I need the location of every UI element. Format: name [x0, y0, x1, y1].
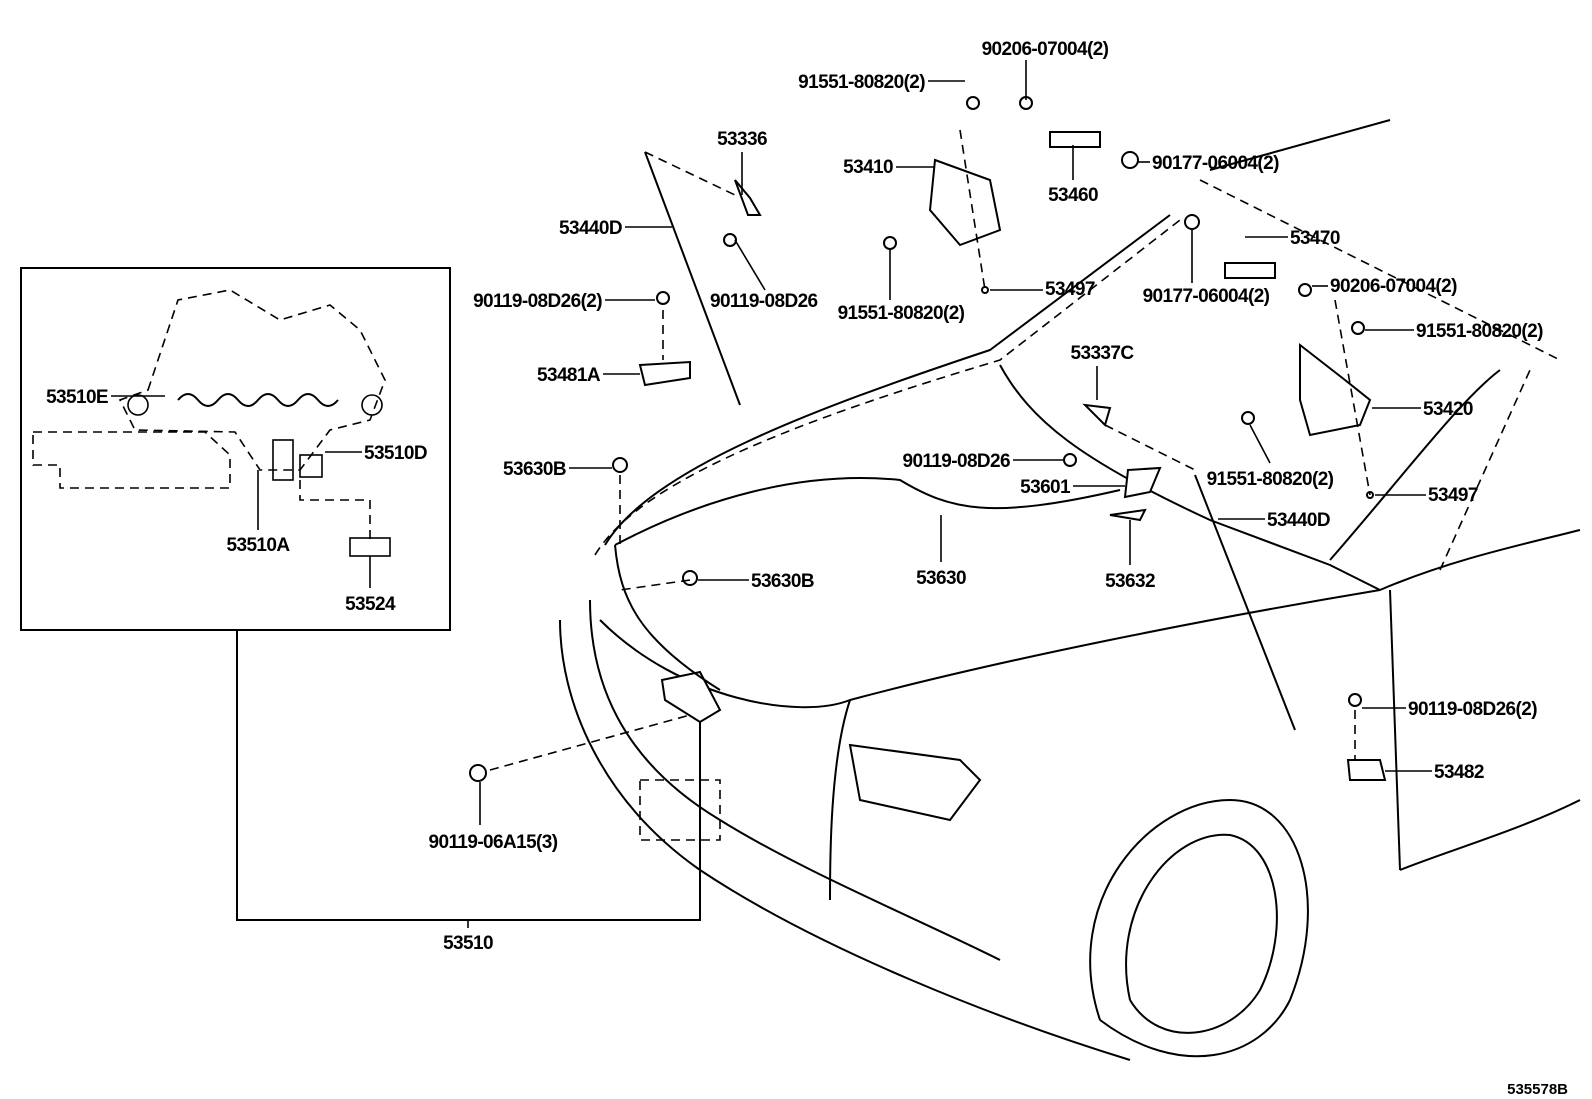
part-number-callout: 91551-80820(2) [1416, 321, 1543, 342]
part-number-callout: 90177-06004(2) [1152, 153, 1279, 174]
vehicle-outline [559, 119, 1581, 1061]
part-number-callout: 90206-07004(2) [1330, 276, 1457, 297]
part-number-callout: 53337C [1071, 343, 1135, 364]
hinge-spring-right [1224, 262, 1276, 279]
hinge-right [1299, 342, 1372, 437]
part-number-callout: 53630 [916, 568, 966, 589]
part-number-callout: 53460 [1048, 185, 1098, 206]
part-number-callout: 90119-06A15(3) [429, 832, 558, 853]
part-number-callout: 53440D [1267, 510, 1330, 531]
parts [469, 96, 1387, 782]
release-cable [614, 477, 1121, 546]
hinge-spring-left [1049, 131, 1101, 148]
callout-labels: 90206-07004(2) 91551-80820(2) 53336 53410 53… [46, 39, 1544, 954]
part-number-callout: 90119-08D26(2) [473, 291, 602, 312]
part-number-callout: 53482 [1434, 762, 1484, 783]
part-number-callout: 91551-80820(2) [798, 72, 925, 93]
part-number-callout: 90119-08D26 [902, 451, 1010, 472]
hood-support-right [1194, 474, 1296, 731]
hood-support-left [644, 151, 741, 406]
leader-line [1249, 424, 1271, 464]
latch-detail-inset [20, 267, 451, 631]
part-number-callout: 53510D [364, 443, 427, 464]
part-number-callout: 53336 [717, 129, 767, 150]
part-number-callout: 53510A [227, 535, 291, 556]
release-lever [1123, 466, 1162, 499]
hood-lock [660, 670, 722, 724]
illustration-code: 535578B [1507, 1081, 1568, 1098]
part-number-callout: 90177-06004(2) [1143, 286, 1270, 307]
part-number-callout: 53510E [46, 387, 108, 408]
part-number-callout: 53630B [503, 459, 566, 480]
inset-leader-line [236, 630, 701, 921]
leader-line [734, 239, 766, 291]
part-number-callout: 53497 [1045, 279, 1095, 300]
part-number-callout: 53524 [345, 594, 396, 615]
part-number-callout: 53420 [1423, 399, 1473, 420]
part-number-callout: 53470 [1290, 228, 1340, 249]
part-number-callout: 53632 [1105, 571, 1155, 592]
part-number-callout: 53630B [751, 571, 814, 592]
part-number-callout: 53497 [1428, 485, 1478, 506]
part-number-callout: 91551-80820(2) [838, 303, 965, 324]
part-number-callout: 53481A [537, 365, 601, 386]
part-number-callout: 90119-08D26(2) [1408, 699, 1537, 720]
part-number-callout: 53510 [443, 933, 493, 954]
part-number-callout: 91551-80820(2) [1207, 469, 1334, 490]
part-number-callout: 90206-07004(2) [982, 39, 1109, 60]
part-number-callout: 53440D [559, 218, 622, 239]
part-number-callout: 53601 [1020, 477, 1071, 498]
part-number-callout: 90119-08D26 [710, 291, 818, 312]
hood-latch-detail [32, 289, 391, 557]
part-number-callout: 53410 [843, 157, 893, 178]
hinge-left [928, 158, 1002, 247]
